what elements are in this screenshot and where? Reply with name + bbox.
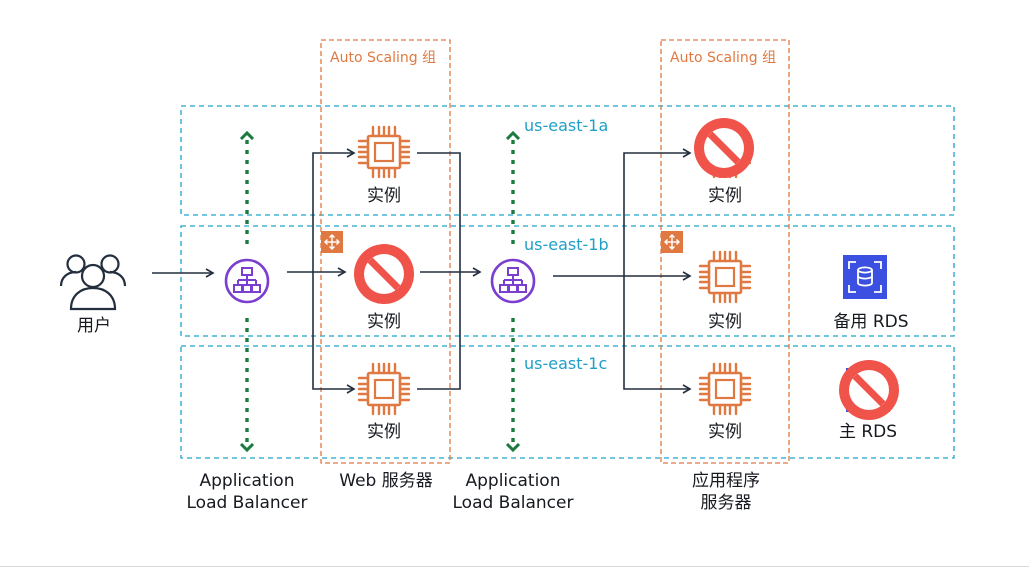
app-asg-label: Auto Scaling 组 bbox=[670, 50, 777, 66]
users-icon bbox=[59, 254, 127, 311]
web-instance-3-chip-icon bbox=[357, 362, 411, 416]
standby-rds-icon bbox=[843, 255, 887, 299]
load-balancer-icon-1 bbox=[224, 258, 270, 304]
az-label-1a: us-east-1a bbox=[524, 116, 609, 135]
users-label: 用户 bbox=[77, 316, 111, 336]
bottom-divider bbox=[0, 566, 1029, 567]
load-balancer-icon-2 bbox=[490, 258, 536, 304]
alb-1-label-line1: Application bbox=[199, 471, 295, 491]
app-instance-1-failed-icon bbox=[694, 118, 754, 178]
app-autoscaling-icon bbox=[661, 231, 683, 253]
web-tier-label: Web 服务器 bbox=[339, 471, 433, 491]
web-instance-3-label: 实例 bbox=[367, 422, 401, 442]
arrow-alb2-to-app-top bbox=[623, 148, 692, 276]
arrow-alb-to-web-top bbox=[312, 148, 356, 272]
app-instance-2-chip-icon bbox=[698, 250, 752, 304]
web-instance-2-failed-icon bbox=[354, 244, 414, 304]
web-asg-label: Auto Scaling 组 bbox=[330, 50, 437, 66]
web-to-alb2-bracket bbox=[417, 152, 461, 390]
app-tier-label-line1: 应用程序 bbox=[692, 471, 760, 491]
web-autoscaling-icon bbox=[321, 231, 343, 253]
arrow-alb-to-web-bottom bbox=[312, 272, 356, 394]
az-band-1b bbox=[180, 225, 955, 337]
app-instance-3-chip-icon bbox=[698, 362, 752, 416]
alb-2-label-line1: Application bbox=[465, 471, 561, 491]
arrow-alb2-to-app-bottom bbox=[623, 276, 692, 394]
standby-rds-label: 备用 RDS bbox=[833, 312, 909, 332]
alb-1-label-line2: Load Balancer bbox=[186, 493, 308, 513]
az-label-1c: us-east-1c bbox=[524, 354, 608, 373]
az-band-1c bbox=[180, 345, 955, 459]
web-instance-2-label: 实例 bbox=[367, 312, 401, 332]
app-instance-1-label: 实例 bbox=[708, 186, 742, 206]
web-instance-1-chip-icon bbox=[357, 125, 411, 179]
app-instance-2-label: 实例 bbox=[708, 312, 742, 332]
alb-2-label-line2: Load Balancer bbox=[452, 493, 574, 513]
az-label-1b: us-east-1b bbox=[524, 235, 609, 254]
primary-rds-label: 主 RDS bbox=[838, 422, 898, 442]
web-instance-1-label: 实例 bbox=[367, 186, 401, 206]
primary-rds-failed-icon bbox=[839, 360, 899, 420]
app-instance-3-label: 实例 bbox=[708, 422, 742, 442]
app-tier-label-line2: 服务器 bbox=[700, 493, 752, 513]
